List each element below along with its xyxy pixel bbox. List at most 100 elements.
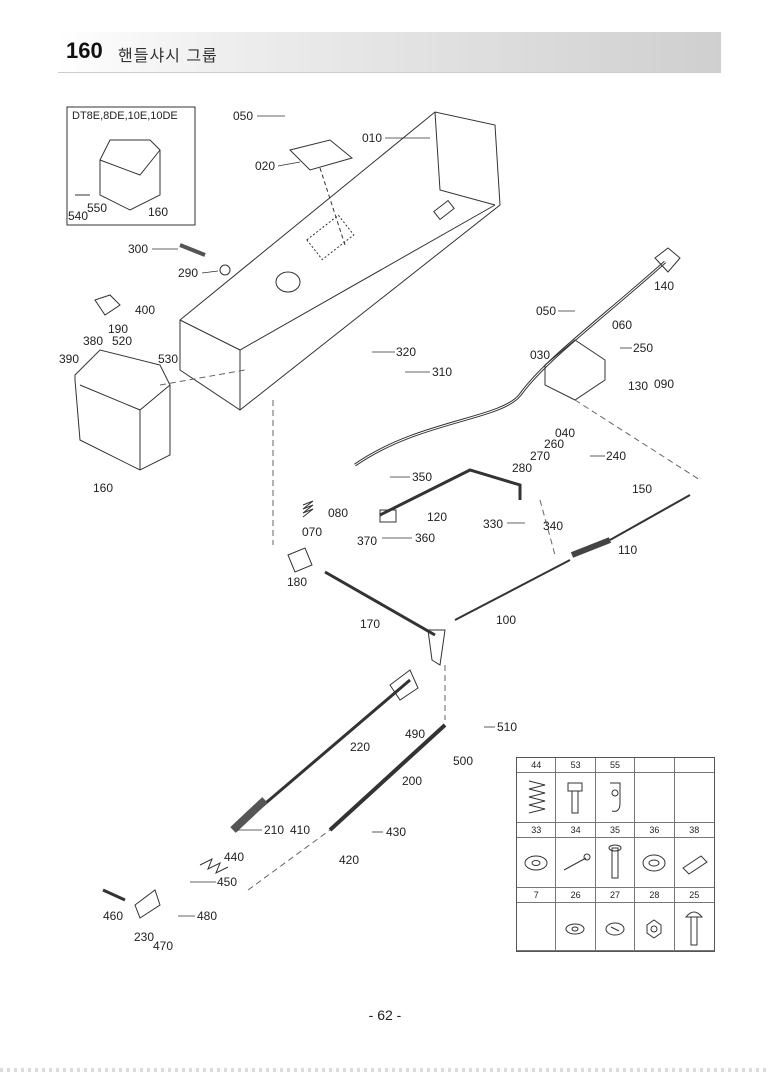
page-number: - 62 - bbox=[368, 1007, 402, 1023]
rod-100 bbox=[454, 559, 571, 621]
bracket-400 bbox=[94, 294, 121, 316]
label-370: 370 bbox=[357, 534, 377, 548]
inset-cover bbox=[99, 139, 161, 211]
pin-210 bbox=[230, 797, 268, 833]
label-540: 540 bbox=[68, 209, 88, 223]
label-320: 320 bbox=[396, 345, 416, 359]
label-160: 160 bbox=[93, 481, 113, 495]
sleeve-180 bbox=[287, 547, 313, 573]
legend-clip bbox=[595, 773, 636, 823]
label-330: 330 bbox=[483, 517, 503, 531]
legend-hex-nut bbox=[635, 903, 675, 951]
label-140: 140 bbox=[654, 279, 674, 293]
label-470: 470 bbox=[153, 939, 173, 953]
label-210: 210 bbox=[264, 823, 284, 837]
label-040: 040 bbox=[555, 426, 575, 440]
legend-cotter-pin bbox=[556, 838, 596, 888]
legend-header: 35 bbox=[595, 823, 636, 838]
label-440: 440 bbox=[224, 850, 244, 864]
label-430: 430 bbox=[386, 825, 406, 839]
legend-header: 26 bbox=[556, 888, 596, 903]
label-160-inset: 160 bbox=[148, 205, 168, 219]
legend-header bbox=[674, 758, 714, 773]
legend-header: 33 bbox=[517, 823, 557, 838]
label-090: 090 bbox=[654, 377, 674, 391]
label-350: 350 bbox=[412, 470, 432, 484]
label-420: 420 bbox=[339, 853, 359, 867]
plate-020 bbox=[289, 139, 354, 171]
legend-empty bbox=[635, 773, 675, 823]
spring-440 bbox=[199, 857, 229, 875]
label-460: 460 bbox=[103, 909, 123, 923]
legend-washer bbox=[517, 838, 557, 888]
bracket-030 bbox=[544, 339, 606, 401]
handle-rod-060 bbox=[354, 247, 681, 467]
chassis-beam bbox=[179, 111, 501, 411]
clevis-230 bbox=[134, 889, 161, 919]
label-340: 340 bbox=[543, 519, 563, 533]
legend-spring bbox=[517, 773, 557, 823]
legend-empty bbox=[674, 773, 714, 823]
spring-070 bbox=[302, 500, 314, 518]
hardware-legend-table: 44 53 55 33 34 35 36 38 7 26 27 28 25 bbox=[516, 757, 715, 952]
label-510: 510 bbox=[497, 720, 517, 734]
label-070: 070 bbox=[302, 525, 322, 539]
label-480: 480 bbox=[197, 909, 217, 923]
label-120: 120 bbox=[427, 510, 447, 524]
label-290: 290 bbox=[178, 266, 198, 280]
section-title: 핸들샤시 그룹 bbox=[118, 48, 218, 65]
legend-header: 55 bbox=[595, 758, 636, 773]
label-130: 130 bbox=[628, 379, 648, 393]
legend-header: 25 bbox=[674, 888, 714, 903]
label-220: 220 bbox=[350, 740, 370, 754]
legend-header: 44 bbox=[517, 758, 557, 773]
legend-header: 7 bbox=[517, 888, 557, 903]
label-380: 380 bbox=[83, 334, 103, 348]
label-170: 170 bbox=[360, 617, 380, 631]
legend-header: 36 bbox=[635, 823, 675, 838]
label-300: 300 bbox=[128, 242, 148, 256]
label-410: 410 bbox=[290, 823, 310, 837]
legend-empty bbox=[517, 903, 557, 951]
label-500: 500 bbox=[453, 754, 473, 768]
label-520: 520 bbox=[112, 334, 132, 348]
legend-carriage-bolt bbox=[674, 903, 714, 951]
label-230: 230 bbox=[134, 930, 154, 944]
legend-bolt bbox=[556, 773, 596, 823]
label-490: 490 bbox=[405, 727, 425, 741]
label-390: 390 bbox=[59, 352, 79, 366]
label-250: 250 bbox=[633, 341, 653, 355]
label-150: 150 bbox=[632, 482, 652, 496]
inset-model-label: DT8E,8DE,10E,10DE bbox=[72, 110, 178, 122]
label-200: 200 bbox=[402, 774, 422, 788]
label-260: 260 bbox=[544, 437, 564, 451]
legend-header bbox=[635, 758, 675, 773]
rod-110 bbox=[570, 537, 612, 558]
label-270: 270 bbox=[530, 449, 550, 463]
label-190: 190 bbox=[108, 322, 128, 336]
link-200 bbox=[328, 723, 447, 832]
label-020: 020 bbox=[255, 159, 275, 173]
label-050: 050 bbox=[233, 109, 253, 123]
section-number: 160 bbox=[66, 38, 103, 63]
link-220 bbox=[239, 678, 411, 827]
label-280: 280 bbox=[512, 461, 532, 475]
label-450: 450 bbox=[217, 875, 237, 889]
label-400: 400 bbox=[135, 303, 155, 317]
label-550: 550 bbox=[87, 201, 107, 215]
legend-lock-washer bbox=[595, 903, 636, 951]
label-030: 030 bbox=[530, 348, 550, 362]
label-050b: 050 bbox=[536, 304, 556, 318]
bolt-300 bbox=[179, 243, 206, 257]
label-530: 530 bbox=[158, 352, 178, 366]
section-header: 160 핸들샤시 그룹 bbox=[58, 32, 721, 73]
scan-artifact bbox=[0, 1068, 770, 1072]
rod-170 bbox=[324, 570, 436, 637]
label-240: 240 bbox=[606, 449, 626, 463]
label-010: 010 bbox=[362, 131, 382, 145]
legend-header: 53 bbox=[556, 758, 596, 773]
legend-header: 27 bbox=[595, 888, 636, 903]
legend-clevis-pin bbox=[595, 838, 636, 888]
lever-120 bbox=[379, 468, 522, 517]
